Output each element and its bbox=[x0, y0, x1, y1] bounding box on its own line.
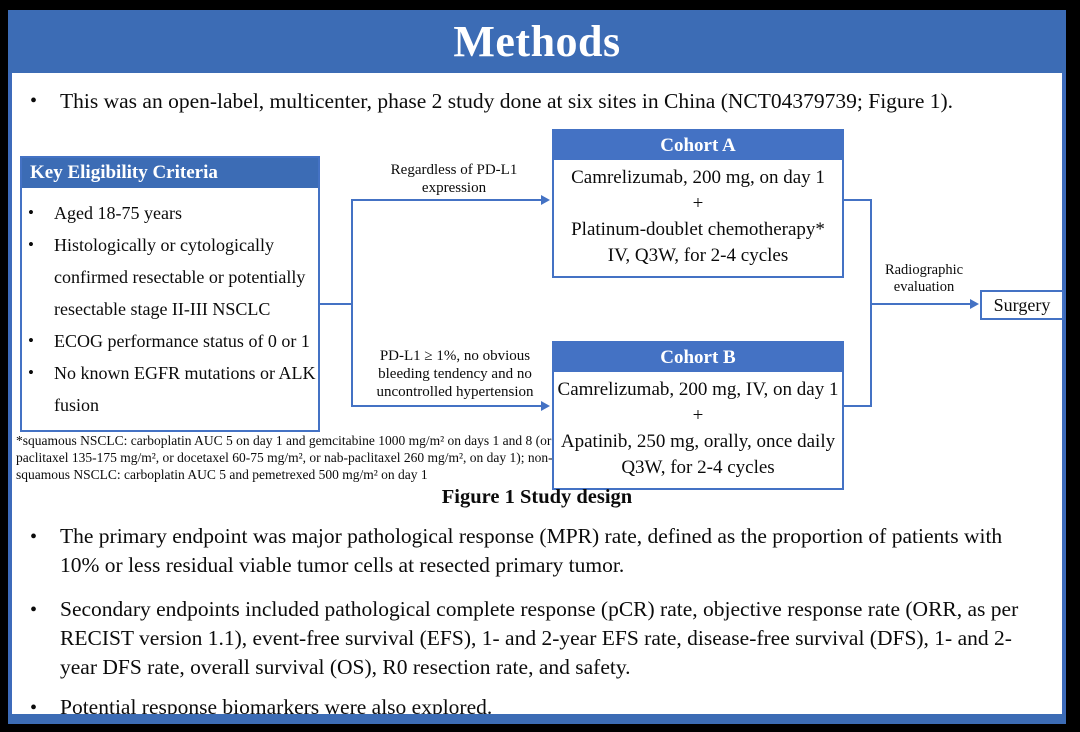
cohort-a-line: Platinum-doublet chemotherapy* bbox=[571, 219, 825, 240]
slide: Methods • This was an open-label, multic… bbox=[8, 10, 1066, 724]
surgery-label: Surgery bbox=[993, 294, 1051, 315]
cohort-a-line: + bbox=[692, 193, 704, 214]
connector-cohort-a-to-spine bbox=[844, 199, 872, 201]
connector-branch-spine bbox=[351, 200, 353, 405]
cohort-b-line: Camrelizumab, 200 mg, IV, on day 1 bbox=[557, 379, 839, 400]
eligibility-item-text: Aged 18-75 years bbox=[54, 203, 182, 223]
eligibility-item-text: ECOG performance status of 0 or 1 bbox=[54, 331, 310, 351]
bullet-marker: • bbox=[28, 235, 34, 254]
title-bar: Methods bbox=[8, 10, 1066, 73]
cohort-b-line: Apatinib, 250 mg, orally, once daily bbox=[560, 431, 836, 452]
cohort-b-line: Q3W, for 2-4 cycles bbox=[621, 457, 775, 478]
bullet-marker: • bbox=[30, 599, 38, 621]
eligibility-item-text: No known EGFR mutations or ALK fusion bbox=[54, 363, 316, 415]
cohort-b-body: Camrelizumab, 200 mg, IV, on day 1 + Apa… bbox=[554, 372, 842, 488]
connector-to-cohort-b bbox=[351, 405, 541, 407]
bottom-accent-bar bbox=[8, 714, 1066, 724]
primary-endpoint-bullet: • The primary endpoint was major patholo… bbox=[30, 522, 1044, 580]
surgery-box: Surgery bbox=[980, 290, 1064, 320]
cohort-a-header: Cohort A bbox=[554, 131, 842, 160]
arrowhead-cohort-a-icon bbox=[541, 195, 550, 205]
secondary-endpoint-bullet: • Secondary endpoints included pathologi… bbox=[30, 595, 1044, 682]
connector-cohort-b-to-spine bbox=[844, 405, 872, 407]
bullet-marker: • bbox=[28, 203, 34, 222]
secondary-endpoint-text: Secondary endpoints included pathologica… bbox=[60, 597, 1019, 679]
connector-eligibility-to-spine bbox=[318, 303, 351, 305]
eligibility-item: • Aged 18-75 years bbox=[28, 197, 316, 229]
eligibility-item: • Histologically or cytologically confir… bbox=[28, 229, 316, 325]
chemotherapy-footnote: *squamous NSCLC: carboplatin AUC 5 on da… bbox=[16, 433, 553, 482]
connector-to-cohort-a bbox=[351, 199, 541, 201]
bullet-marker: • bbox=[28, 331, 34, 350]
cohort-b-box: Cohort B Camrelizumab, 200 mg, IV, on da… bbox=[552, 341, 844, 490]
branch-bottom-label: PD-L1 ≥ 1%, no obvious bleeding tendency… bbox=[376, 348, 534, 400]
arrowhead-surgery-icon bbox=[970, 299, 979, 309]
cohort-b-line: + bbox=[692, 405, 704, 426]
cohort-a-body: Camrelizumab, 200 mg, on day 1 + Platinu… bbox=[554, 160, 842, 276]
eligibility-header: Key Eligibility Criteria bbox=[22, 158, 318, 188]
eligibility-item: • ECOG performance status of 0 or 1 bbox=[28, 325, 316, 357]
cohort-a-box: Cohort A Camrelizumab, 200 mg, on day 1 … bbox=[552, 129, 844, 278]
eligibility-item-text: Histologically or cytologically confirme… bbox=[54, 235, 306, 319]
intro-bullet-text: This was an open-label, multicenter, pha… bbox=[60, 89, 954, 113]
eligibility-item: • No known EGFR mutations or ALK fusion bbox=[28, 357, 316, 421]
eligibility-box: Key Eligibility Criteria • Aged 18-75 ye… bbox=[20, 156, 320, 432]
arrowhead-cohort-b-icon bbox=[541, 401, 550, 411]
bullet-marker: • bbox=[30, 90, 38, 112]
cohort-b-header: Cohort B bbox=[554, 343, 842, 372]
figure-caption: Figure 1 Study design bbox=[441, 486, 633, 508]
cohort-a-line: IV, Q3W, for 2-4 cycles bbox=[607, 245, 789, 266]
intro-bullet: • This was an open-label, multicenter, p… bbox=[30, 86, 1040, 116]
radiographic-evaluation-label: Radiographic evaluation bbox=[884, 262, 964, 295]
bullet-marker: • bbox=[30, 526, 38, 548]
page-title: Methods bbox=[453, 17, 621, 66]
branch-top-label: Regardless of PD-L1 expression bbox=[390, 162, 518, 196]
bullet-marker: • bbox=[30, 697, 38, 719]
primary-endpoint-text: The primary endpoint was major pathologi… bbox=[60, 524, 1003, 577]
connector-to-surgery bbox=[870, 303, 970, 305]
eligibility-list: • Aged 18-75 years • Histologically or c… bbox=[22, 188, 318, 430]
cohort-a-line: Camrelizumab, 200 mg, on day 1 bbox=[571, 167, 825, 188]
bullet-marker: • bbox=[28, 363, 34, 382]
